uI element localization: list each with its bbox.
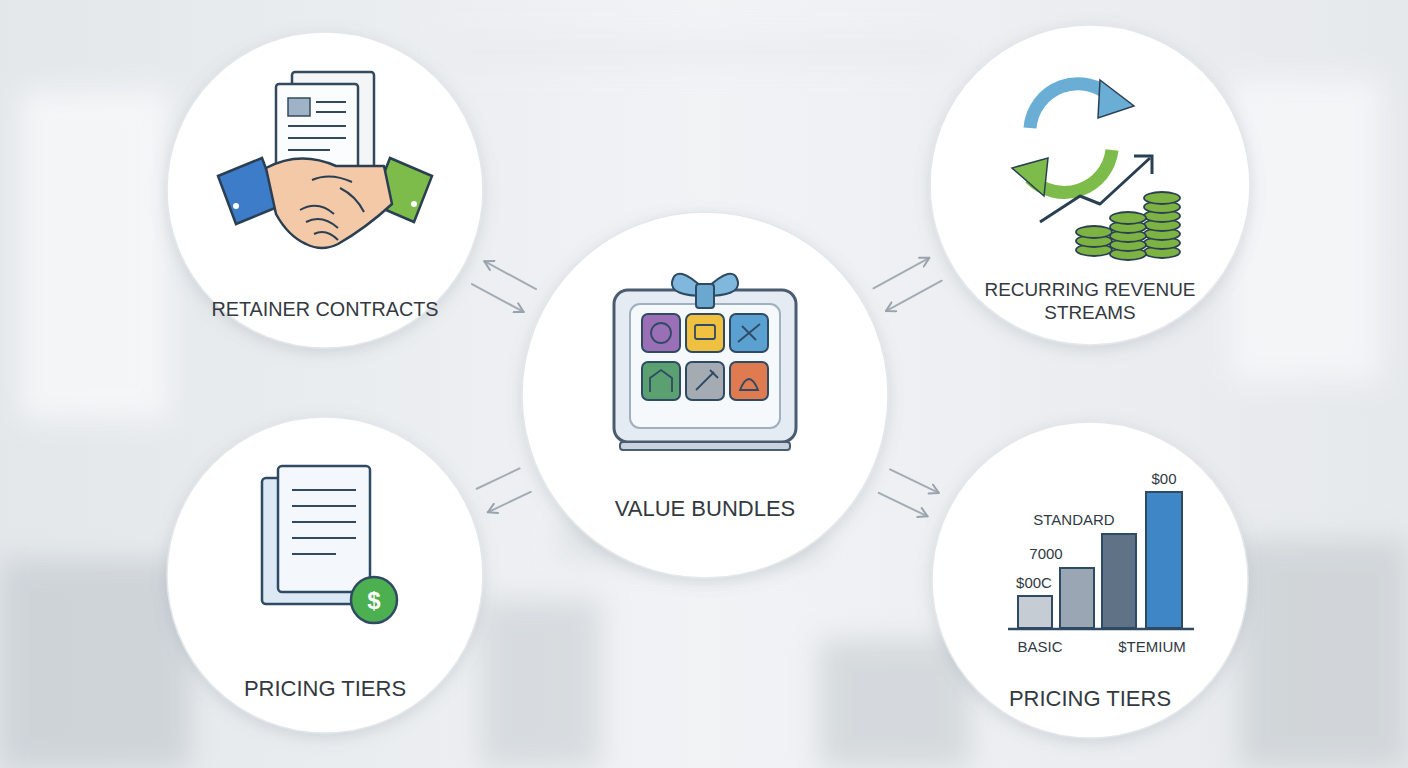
connector-arrow	[484, 261, 536, 289]
recurring-revenue-icon	[1012, 80, 1180, 260]
node-label: VALUE BUNDLES	[615, 496, 796, 522]
circle-node: PRICING TIERS	[165, 415, 485, 735]
node-label: RETAINER CONTRACTS	[211, 298, 438, 322]
chart-label: $00C	[1016, 575, 1052, 592]
connector-arrow	[886, 281, 942, 311]
price-document-icon	[262, 466, 397, 623]
currency-symbol: $	[367, 588, 380, 614]
circle-node: RECURRING REVENUE STREAMS	[928, 23, 1252, 347]
connector-arrow	[472, 284, 524, 312]
connector-arrow	[890, 469, 939, 492]
circle-node: PRICING TIERS	[930, 420, 1250, 740]
chart-label: $TEMIUM	[1118, 639, 1186, 656]
bar-chart-icon	[1008, 492, 1194, 629]
connector-arrow	[873, 258, 929, 288]
chart-label: 7000	[1029, 546, 1062, 563]
connector-arrow	[488, 492, 531, 512]
node-label: PRICING TIERS	[1009, 686, 1171, 712]
circle-outline	[520, 210, 890, 580]
connector-arrow	[477, 468, 520, 488]
chart-label: STANDARD	[1033, 512, 1114, 529]
circle-node: RETAINER CONTRACTS	[165, 30, 485, 350]
circle-node: VALUE BUNDLES	[520, 210, 890, 580]
chart-label: BASIC	[1017, 639, 1062, 656]
connector-arrow	[879, 493, 928, 516]
chart-label: $00	[1151, 471, 1176, 488]
handshake-icon	[218, 72, 432, 248]
node-label: PRICING TIERS	[244, 676, 406, 702]
gift-box-icon	[614, 274, 796, 450]
node-label: RECURRING REVENUE STREAMS	[965, 279, 1215, 324]
